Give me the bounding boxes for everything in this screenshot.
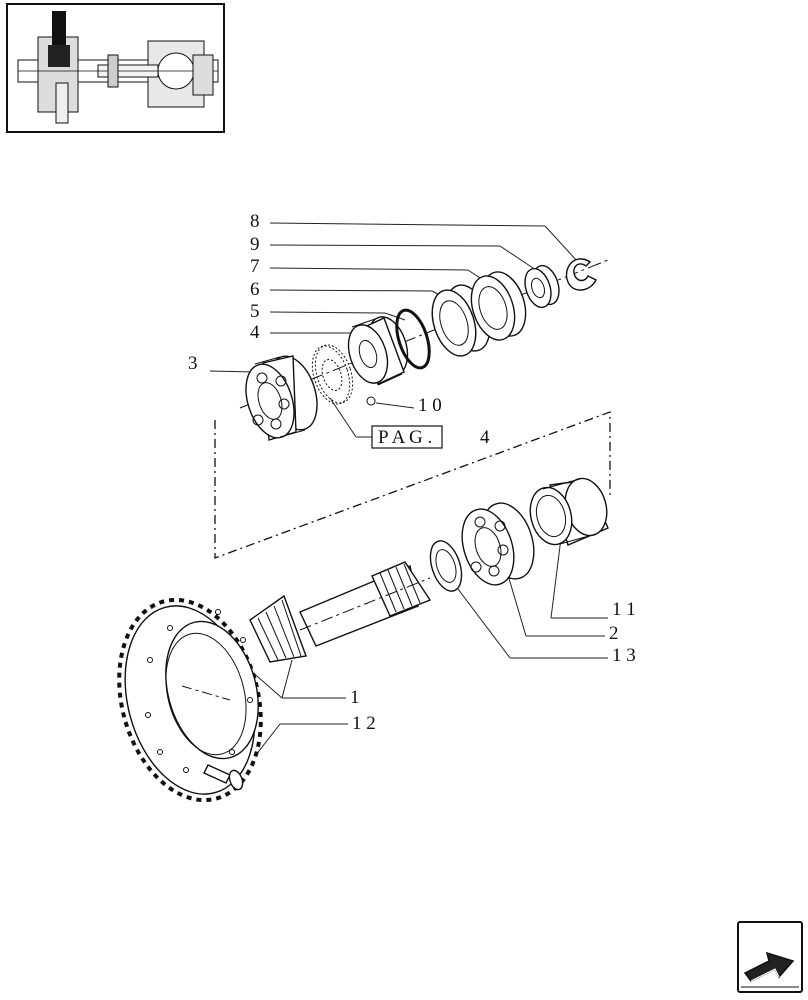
part-12-bolt [203, 764, 244, 791]
callout-7: 7 [250, 256, 260, 277]
page-ref-label: P A G . [378, 427, 432, 448]
callout-8: 8 [250, 211, 260, 232]
part-13-shim [429, 540, 463, 592]
callout-2: 2 [609, 623, 619, 644]
page-ref-number: 4 [480, 427, 490, 448]
callout-3: 3 [188, 353, 198, 374]
callout-10: 1 0 [418, 395, 442, 416]
part-9-nut [524, 264, 560, 309]
part-2-bearing [461, 502, 535, 586]
shim-washer [311, 344, 354, 405]
callout-9: 9 [250, 234, 260, 255]
page-ref-box [371, 425, 443, 449]
next-page-button[interactable] [737, 921, 803, 993]
callout-11: 1 1 [612, 599, 636, 620]
callout-4: 4 [250, 322, 260, 343]
axle-thumbnail-drawing [17, 11, 219, 124]
leader-lines [209, 222, 608, 779]
axle-assembly-thumbnail [6, 3, 225, 133]
part-3-bearing [245, 355, 318, 441]
callout-1: 1 [350, 687, 360, 708]
part-8-lock-washer [565, 258, 597, 291]
part-5-o-ring [395, 308, 431, 370]
assembly-frame [214, 411, 611, 559]
part-10-ball [366, 396, 376, 406]
part-11-sleeve [529, 477, 609, 546]
callout-13: 1 3 [612, 645, 636, 666]
arrow-next-page-icon [741, 951, 799, 988]
part-1-ring-gear [117, 597, 263, 803]
callout-6: 6 [250, 279, 260, 300]
callout-12: 1 2 [352, 713, 376, 734]
part-7-bearing-race [470, 271, 527, 341]
part-1-pinion-shaft [249, 561, 432, 663]
callout-5: 5 [250, 301, 260, 322]
